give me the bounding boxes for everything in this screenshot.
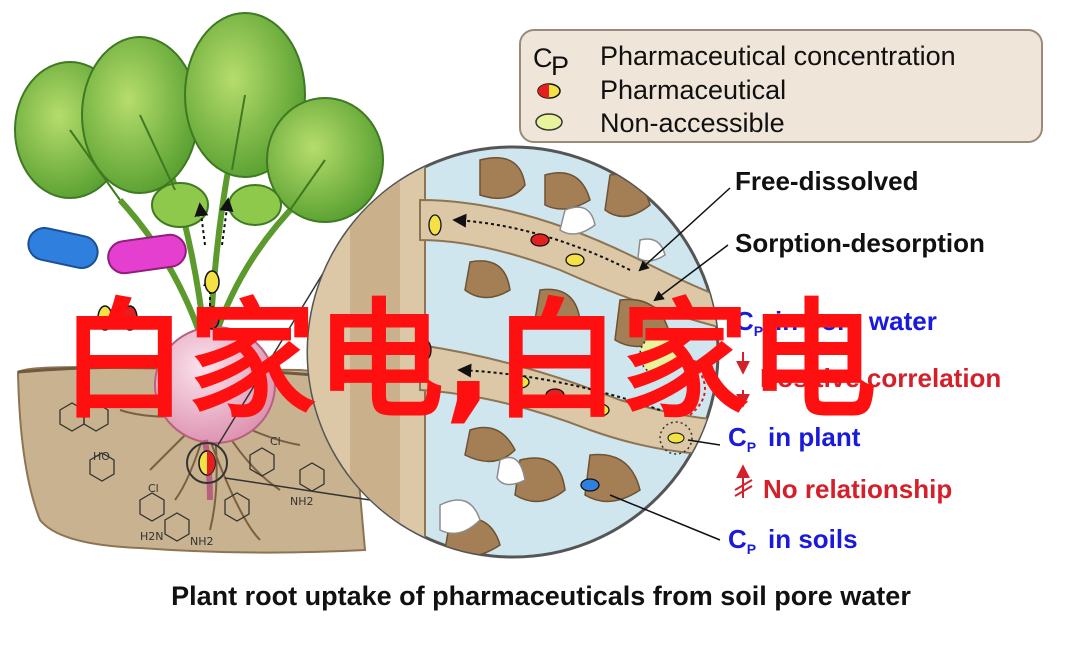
legend-item-pharmaceutical: Pharmaceutical xyxy=(600,75,786,105)
pharmaceutical-markers-plant xyxy=(97,270,220,476)
label-cp-plant: in plant xyxy=(768,422,861,452)
svg-text:NH2: NH2 xyxy=(190,535,214,548)
label-cp-pore-water: in pore water xyxy=(775,306,937,336)
label-cp-soils: in soils xyxy=(768,524,858,554)
legend-non-accessible-swatch xyxy=(535,113,563,131)
label-positive-correlation: Positive correlation xyxy=(760,363,1001,393)
legend-cp-sub: P xyxy=(551,51,569,81)
legend-cp-symbol: C xyxy=(533,43,553,73)
root-zoom-marker xyxy=(186,442,228,484)
figure-caption: Plant root uptake of pharmaceuticals fro… xyxy=(171,581,911,611)
pill-capsule-pink xyxy=(107,233,187,275)
pill-capsule-blue xyxy=(27,227,99,269)
legend-box: C P Pharmaceutical concentration Pharmac… xyxy=(519,29,1043,143)
svg-text:HO: HO xyxy=(93,450,110,463)
watermark-text: 白家电,白家电 xyxy=(60,287,877,436)
plant-leaves xyxy=(14,12,384,228)
legend-item-concentration: Pharmaceutical concentration xyxy=(600,41,956,71)
legend-pharmaceutical-swatch xyxy=(537,83,561,99)
svg-text:H2N: H2N xyxy=(140,530,164,543)
label-no-relationship: No relationship xyxy=(763,474,952,504)
label-sorption-desorption: Sorption-desorption xyxy=(735,228,985,258)
svg-text:NH2: NH2 xyxy=(290,495,314,508)
svg-text:Cl: Cl xyxy=(270,435,281,448)
svg-text:Cl: Cl xyxy=(148,482,159,495)
label-cp-soils-symbol: CP xyxy=(728,524,756,557)
process-labels: Free-dissolved Sorption-desorption CP in… xyxy=(609,166,1001,557)
label-free-dissolved: Free-dissolved xyxy=(735,166,919,196)
legend-item-non-accessible: Non-accessible xyxy=(600,108,785,138)
